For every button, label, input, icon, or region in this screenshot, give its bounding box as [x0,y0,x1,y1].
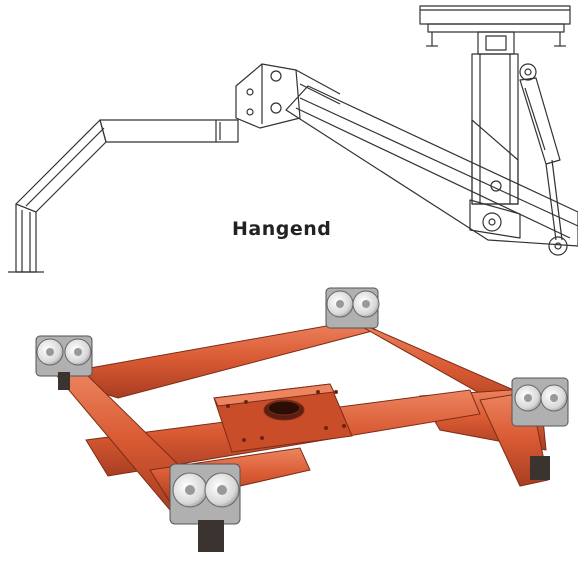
plate-bolts [226,390,346,442]
boom-arm [285,85,578,247]
support-column [471,31,519,205]
joint-bracket [235,63,341,129]
gas-strut [519,63,568,256]
short-arm [99,119,239,143]
caption-label: Hangend [232,218,332,240]
frame-beams [50,319,549,511]
roller-carriage-right [511,377,569,480]
trolley-frame-photo [35,287,569,552]
ceiling-plate [419,5,571,47]
swing-arm-drawing [8,5,578,273]
angled-arm [8,119,107,273]
roller-carriage-front-left [169,463,241,552]
roller-carriage-back-left [35,335,93,390]
roller-carriage-back-right [325,287,380,329]
